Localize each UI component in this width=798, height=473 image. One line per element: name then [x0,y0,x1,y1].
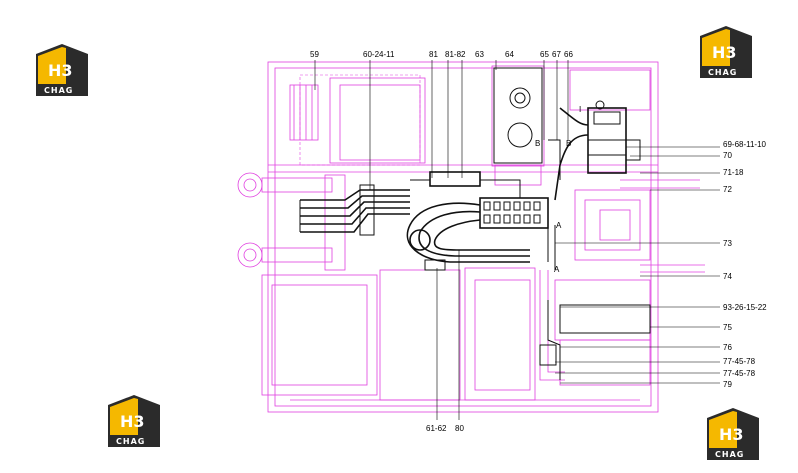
callout-73: 73 [723,239,732,248]
callout-70: 70 [723,151,732,160]
callout-63: 63 [475,50,484,59]
watermark-logo-bottom-left: H3 CHAG [108,395,160,447]
port-label-a-mid: A [556,221,562,230]
port-label-b-left: B [535,139,540,148]
callout-60-24-11: 60-24-11 [363,50,395,59]
callout-72: 72 [723,185,732,194]
port-label-i: I [579,105,581,114]
callout-69-68-11-10: 69-68-11-10 [723,140,767,149]
callout-76: 76 [723,343,732,352]
callout-66: 66 [564,50,573,59]
callout-67: 67 [552,50,561,59]
logo-brand-text: CHAG [708,68,737,77]
callout-81: 81 [429,50,438,59]
logo-letter: H3 [712,43,737,62]
callout-75: 75 [723,323,732,332]
valve-sections [483,201,541,224]
callout-74: 74 [723,272,732,281]
logo-letter: H3 [719,425,744,444]
leader-lines [314,60,720,420]
port-label-a-low: A [554,265,560,274]
logo-brand-text: CHAG [715,450,744,459]
callout-71-18: 71-18 [723,168,744,177]
callout-64: 64 [505,50,514,59]
right-callouts: 69-68-11-10 70 71-18 72 73 74 93-26-15-2… [723,140,767,389]
watermark-logo-top-right: H3 CHAG [700,26,752,78]
callout-81-82: 81-82 [445,50,466,59]
callout-77-45-78-a: 77-45-78 [723,357,756,366]
logo-brand-text: CHAG [44,86,73,95]
watermark-logo-bottom-right: H3 CHAG [707,408,759,460]
callout-59: 59 [310,50,319,59]
logo-letter: H3 [120,412,145,431]
hydraulic-components [299,67,651,380]
port-label-b-right: B [566,139,571,148]
callout-80: 80 [455,424,464,433]
bottom-callouts: 61-62 80 [426,424,464,433]
logo-letter: H3 [48,61,73,80]
watermark-logo-top-left: H3 CHAG [36,44,88,96]
logo-brand-text: CHAG [116,437,145,446]
callout-79: 79 [723,380,732,389]
callout-65: 65 [540,50,549,59]
port-labels: B B A A I [535,105,581,274]
callout-93-26-15-22: 93-26-15-22 [723,303,767,312]
callout-61-62: 61-62 [426,424,447,433]
chassis-outline [237,61,705,413]
top-callouts: 59 60-24-11 81 81-82 63 64 65 67 66 [310,50,573,59]
callout-77-45-78-b: 77-45-78 [723,369,756,378]
